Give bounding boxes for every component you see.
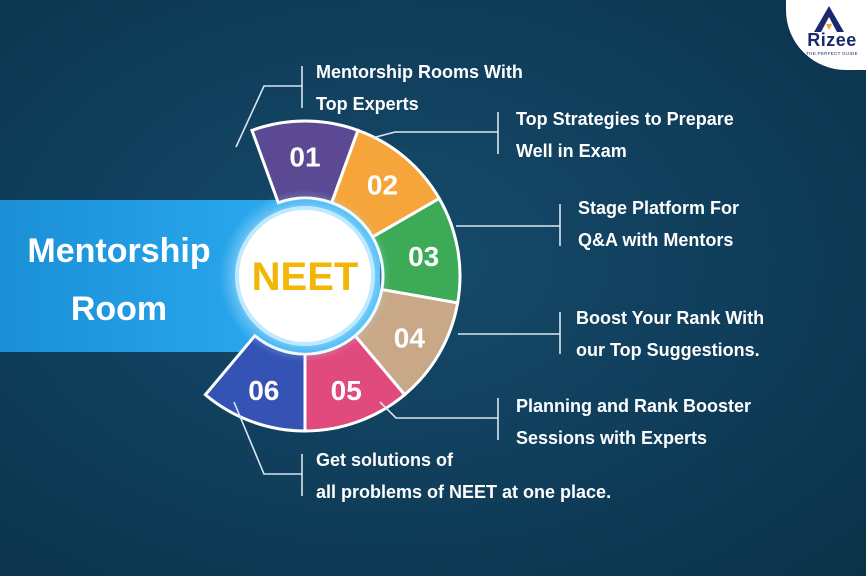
rizee-logo-icon — [814, 6, 844, 32]
segment-number-02: 02 — [367, 170, 398, 201]
connector-line-01 — [235, 85, 302, 148]
segment-number-03: 03 — [408, 241, 439, 272]
segment-number-05: 05 — [331, 375, 362, 406]
center-label: NEET — [252, 255, 359, 299]
segment-text-06: Get solutions of all problems of NEET at… — [316, 450, 612, 502]
connector-line-02 — [371, 131, 498, 139]
center-circle — [235, 206, 375, 346]
banner-title: Mentorship Room — [27, 232, 211, 328]
connector-line-05 — [379, 401, 498, 419]
segment-text-05: Planning and Rank Booster Sessions with … — [516, 396, 752, 448]
logo-text: Rizee — [807, 30, 857, 50]
connector-line-06 — [233, 401, 302, 475]
segment-number-06: 06 — [248, 375, 279, 406]
segment-text-03: Stage Platform For Q&A with Mentors — [578, 198, 740, 250]
segment-number-04: 04 — [394, 322, 426, 353]
segment-text-01: Mentorship Rooms With Top Experts — [316, 62, 523, 114]
segment-text-02: Top Strategies to Prepare Well in Exam — [516, 109, 734, 161]
logo-tagline: THE PERFECT GUIDE — [806, 51, 858, 56]
segment-number-01: 01 — [289, 142, 320, 173]
segment-text-04: Boost Your Rank With our Top Suggestions… — [576, 308, 765, 360]
